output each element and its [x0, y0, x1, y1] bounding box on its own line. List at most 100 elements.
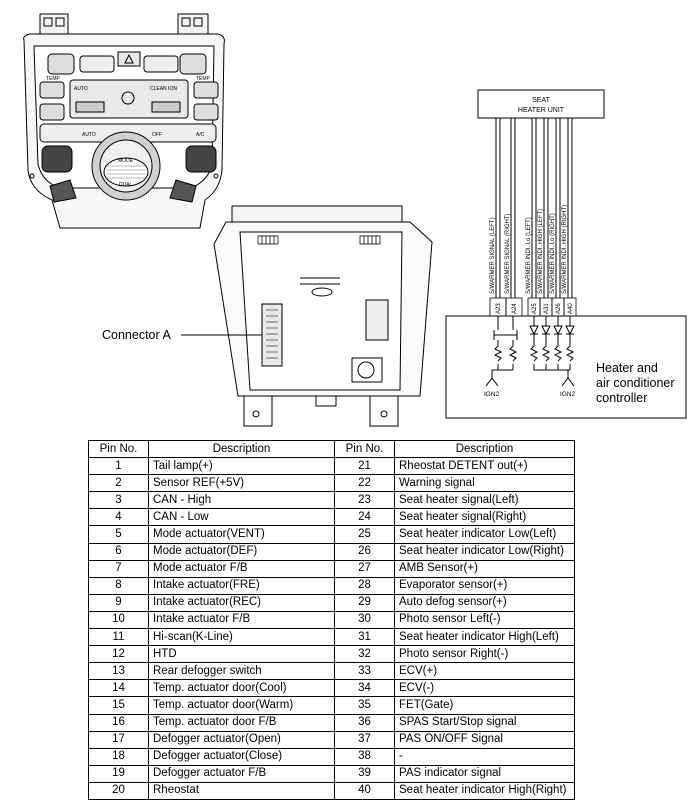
pin-cell: 9: [88, 593, 149, 612]
pin-cell: 19: [88, 764, 149, 783]
pin-cell: 3: [88, 491, 149, 510]
description-cell: ECV(+): [394, 662, 575, 681]
pin-cell: 35: [334, 696, 395, 715]
temp-right-label: TEMP: [196, 76, 211, 82]
description-cell: Mode actuator(DEF): [148, 542, 335, 561]
pin-cell: 16: [88, 713, 149, 732]
pin-cell: 20: [88, 781, 149, 800]
ign2-left-label: IGN2: [484, 391, 500, 398]
pin-a40: A40: [568, 303, 574, 314]
pin-cell: 31: [334, 628, 395, 647]
description-cell: HTD: [148, 645, 335, 664]
pin-cell: 32: [334, 645, 395, 664]
pin-cell: 2: [88, 474, 149, 493]
pin-cell: 33: [334, 662, 395, 681]
pin-cell: 18: [88, 747, 149, 766]
pin-cell: 25: [334, 525, 395, 544]
seat-heater-schematic: [445, 89, 687, 419]
description-cell: Temp. actuator door(Warm): [148, 696, 335, 715]
pin-cell: 5: [88, 525, 149, 544]
connector-a: [261, 303, 283, 367]
pin-cell: 7: [88, 559, 149, 578]
pin-cell: 39: [334, 764, 395, 783]
mode-label: MODE: [118, 158, 134, 164]
description-cell: Mode actuator(VENT): [148, 525, 335, 544]
pin-cell: 4: [88, 508, 149, 527]
wire-label-indi-high-left: S/WARMER INDI. HIGH (LEFT): [538, 209, 544, 294]
pin-cell: 28: [334, 576, 395, 595]
description-cell: Rear defogger switch: [148, 662, 335, 681]
pin-a25: A25: [532, 303, 538, 314]
description-cell: Auto defog sensor(+): [394, 593, 575, 612]
pin-cell: 15: [88, 696, 149, 715]
description-cell: Rheostat: [148, 781, 335, 800]
description-cell: PAS indicator signal: [394, 764, 575, 783]
wire-label-signal-left: S/WARMER SIGNAL (LEFT): [490, 217, 496, 294]
pin-table: Pin No. Description Pin No. Description …: [88, 439, 575, 800]
wire-label-indi-high-right: S/WARMER INDI. HIGH (RIGHT): [562, 205, 568, 294]
wire-label-indi-lo-right: S/WARMER INDI. Lo (RIGHT): [550, 213, 556, 294]
description-cell: Defogger actuator(Open): [148, 730, 335, 749]
pin-a26: A26: [556, 303, 562, 314]
pin-cell: 23: [334, 491, 395, 510]
wire-label-indi-lo-left: S/WARMER INDI. Lo (LEFT): [526, 217, 532, 294]
description-cell: Intake actuator F/B: [148, 610, 335, 630]
off-button: OFF: [152, 132, 162, 138]
description-cell: Mode actuator F/B: [148, 559, 335, 578]
description-cell: Temp. actuator door F/B: [148, 713, 335, 732]
pin-cell: 34: [334, 679, 395, 698]
pin-cell: 27: [334, 559, 395, 578]
description-cell: Temp. actuator door(Cool): [148, 679, 335, 698]
pin-cell: 24: [334, 508, 395, 527]
description-cell: Seat heater indicator Low(Right): [394, 542, 575, 561]
ign2-right-label: IGN2: [560, 391, 576, 398]
auto-button: AUTO: [82, 132, 96, 138]
pin-cell: 17: [88, 730, 149, 749]
header-pin-2: Pin No.: [334, 439, 395, 459]
description-cell: Seat heater indicator High(Right): [394, 781, 575, 800]
pin-a31: A31: [544, 303, 550, 314]
pin-cell: 36: [334, 713, 395, 732]
temp-left-label: TEMP: [46, 76, 61, 82]
description-cell: Sensor REF(+5V): [148, 474, 335, 493]
pin-cell: 12: [88, 645, 149, 664]
description-cell: Rheostat DETENT out(+): [394, 457, 575, 476]
pin-cell: 1: [88, 457, 149, 476]
seat-unit-line1: SEAT: [532, 97, 550, 104]
seat-unit-line2: HEATER UNIT: [518, 107, 565, 114]
description-cell: CAN - Low: [148, 508, 335, 527]
pin-cell: 38: [334, 747, 395, 766]
pin-cell: 26: [334, 542, 395, 561]
pin-cell: 30: [334, 610, 395, 630]
header-desc-2: Description: [394, 439, 575, 459]
pin-cell: 10: [88, 610, 149, 630]
description-cell: FET(Gate): [394, 696, 575, 715]
wiring-diagram: TEMP TEMP AUTO CLEAN ION AUTO OFF A/C MO…: [23, 13, 687, 427]
ac-button: A/C: [196, 132, 205, 138]
description-cell: Intake actuator(REC): [148, 593, 335, 612]
dual-label: DUAL: [119, 182, 133, 188]
pin-table-header: Pin No. Description Pin No. Description: [88, 439, 575, 459]
description-cell: Defogger actuator(Close): [148, 747, 335, 766]
description-cell: Seat heater indicator Low(Left): [394, 525, 575, 544]
pin-cell: 13: [88, 662, 149, 681]
description-cell: Intake actuator(FRE): [148, 576, 335, 595]
pin-a23: A23: [496, 303, 502, 314]
controller-label-line3: controller: [596, 391, 647, 405]
header-desc-1: Description: [148, 439, 335, 459]
pin-a24: A24: [512, 303, 518, 314]
pin-cell: 21: [334, 457, 395, 476]
